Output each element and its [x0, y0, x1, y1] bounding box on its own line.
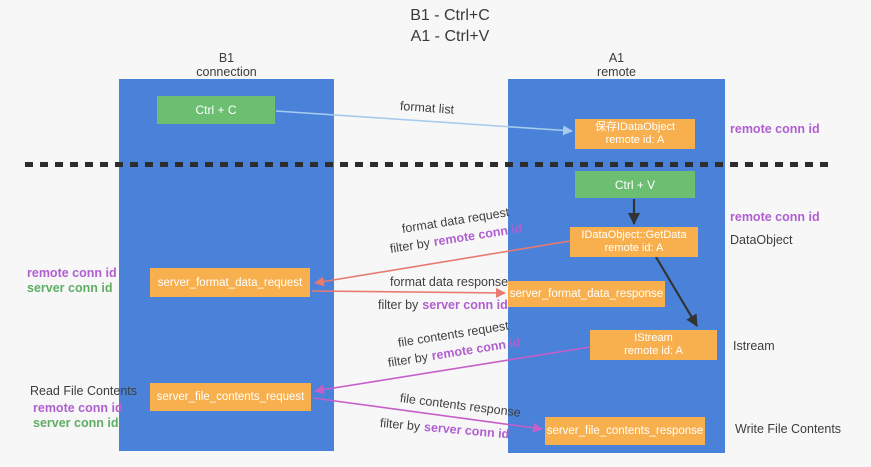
lane-a1-role: remote — [597, 65, 636, 79]
file-contents-response-label: file contents response — [399, 391, 522, 420]
remote-conn-id-annotation-left-2: remote conn id — [33, 401, 123, 415]
ctrl-c-box: Ctrl + C — [157, 96, 275, 124]
istream-line1: IStream — [634, 331, 673, 344]
server-format-data-response-box: server_format_data_response — [508, 281, 665, 307]
remote-conn-id-annotation-left-1: remote conn id — [27, 266, 117, 280]
title-line-1: B1 - Ctrl+C — [410, 7, 490, 24]
save-idataobject-line2: remote id: A — [605, 134, 665, 146]
dashed-divider-line — [25, 162, 831, 167]
read-file-contents-annotation: Read File Contents — [30, 384, 138, 398]
lane-header-b1: B1 connection — [119, 51, 334, 79]
lane-header-a1: A1 remote — [508, 51, 725, 79]
lane-a1-name: A1 — [608, 51, 625, 65]
save-idataobject-line1: 保存IDataObject — [594, 120, 676, 133]
server-file-contents-response-box: server_file_contents_response — [545, 417, 705, 445]
write-file-contents-annotation: Write File Contents — [735, 422, 842, 436]
istream-annotation: Istream — [733, 339, 775, 353]
format-list-label: format list — [399, 99, 455, 117]
getdata-line1: IDataObject::GetData — [581, 228, 687, 241]
filter-by-text: filter by — [379, 416, 421, 434]
remote-conn-id-annotation-top: remote conn id — [730, 122, 820, 136]
format-data-response-label: format data response — [390, 275, 509, 289]
title-line-2: A1 - Ctrl+V — [410, 28, 490, 45]
istream-line2: remote id: A — [624, 345, 683, 357]
server-conn-id-annotation-left-2: server conn id — [33, 416, 119, 430]
filter-by-text: filter by — [378, 298, 419, 312]
server-file-contents-request-box: server_file_contents_request — [150, 383, 311, 411]
server-conn-id-text: server conn id — [423, 419, 510, 442]
server-conn-id-annotation-left-1: server conn id — [27, 281, 113, 295]
dataobject-annotation: DataObject — [730, 233, 793, 247]
ctrl-v-box: Ctrl + V — [575, 171, 695, 198]
format-data-response-arrow — [311, 287, 506, 298]
istream-box: IStream remote id: A — [590, 330, 717, 360]
idataobject-getdata-box: IDataObject::GetData remote id: A — [570, 227, 698, 257]
remote-conn-id-annotation-mid: remote conn id — [730, 210, 820, 224]
lane-b1-name: B1 — [218, 51, 235, 65]
filter-by-text: filter by — [386, 349, 429, 370]
server-conn-id-text: server conn id — [422, 298, 508, 312]
diagram-title: B1 - Ctrl+C A1 - Ctrl+V — [335, 5, 565, 47]
save-idataobject-box: 保存IDataObject remote id: A — [575, 119, 695, 149]
lane-b1-role: connection — [196, 65, 257, 79]
filter-by-text: filter by — [388, 235, 431, 256]
getdata-line2: remote id: A — [604, 242, 664, 254]
server-format-data-request-box: server_format_data_request — [150, 268, 310, 297]
